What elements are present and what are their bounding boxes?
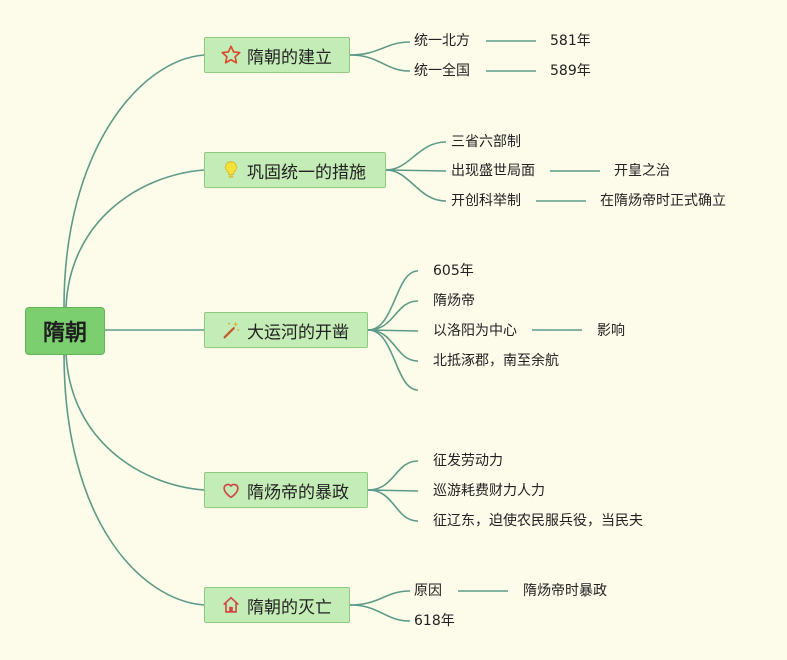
topic-fall[interactable]: 隋朝的灭亡 xyxy=(204,587,350,623)
item-unify-north-year[interactable]: 581年 xyxy=(550,33,591,49)
item-zhuojun-yuhang[interactable]: 北抵涿郡，南至余航 xyxy=(433,353,559,369)
topic-label: 隋朝的建立 xyxy=(247,47,332,68)
item-kaihuang[interactable]: 开皇之治 xyxy=(614,163,670,179)
item-unify-north[interactable]: 统一北方 xyxy=(414,33,470,49)
topic-grand-canal[interactable]: 大运河的开凿 xyxy=(204,312,368,348)
house-icon xyxy=(219,593,243,617)
root-node[interactable]: 隋朝 xyxy=(25,307,105,355)
item-618[interactable]: 618年 xyxy=(414,613,455,629)
magic-wand-icon xyxy=(219,318,243,342)
connector-root-topic4 xyxy=(65,352,205,491)
item-cause-detail[interactable]: 隋炀帝时暴政 xyxy=(523,583,607,599)
topic-founding[interactable]: 隋朝的建立 xyxy=(204,37,350,73)
item-liaodong[interactable]: 征辽东，迫使农民服兵役，当民夫 xyxy=(433,513,643,529)
item-keju-detail[interactable]: 在隋炀帝时正式确立 xyxy=(600,193,726,209)
item-luoyang-center[interactable]: 以洛阳为中心 xyxy=(433,323,517,339)
item-605[interactable]: 605年 xyxy=(433,263,474,279)
item-labor[interactable]: 征发劳动力 xyxy=(433,453,503,469)
topic-label: 大运河的开凿 xyxy=(247,322,349,343)
item-unify-country-year[interactable]: 589年 xyxy=(550,63,591,79)
lightbulb-icon xyxy=(219,158,243,182)
connector-root-topic5 xyxy=(63,352,205,606)
topic-label: 隋朝的灭亡 xyxy=(247,597,332,618)
topic-tyranny[interactable]: 隋炀帝的暴政 xyxy=(204,472,368,508)
topic-label: 隋炀帝的暴政 xyxy=(247,482,349,503)
item-prosperity[interactable]: 出现盛世局面 xyxy=(451,163,535,179)
item-unify-country[interactable]: 统一全国 xyxy=(414,63,470,79)
item-keju[interactable]: 开创科举制 xyxy=(451,193,521,209)
item-influence[interactable]: 影响 xyxy=(597,323,625,339)
heart-icon xyxy=(219,478,243,502)
connector-root-topic2 xyxy=(65,169,205,308)
topic-label: 巩固统一的措施 xyxy=(247,162,366,183)
topic-consolidation[interactable]: 巩固统一的措施 xyxy=(204,152,386,188)
connector-root-topic1 xyxy=(63,54,205,308)
root-title: 隋朝 xyxy=(42,321,87,346)
item-tours[interactable]: 巡游耗费财力人力 xyxy=(433,483,545,499)
item-yangdi[interactable]: 隋炀帝 xyxy=(433,293,475,309)
item-three-depts[interactable]: 三省六部制 xyxy=(451,134,521,150)
item-cause[interactable]: 原因 xyxy=(414,583,442,599)
star-icon xyxy=(219,43,243,67)
